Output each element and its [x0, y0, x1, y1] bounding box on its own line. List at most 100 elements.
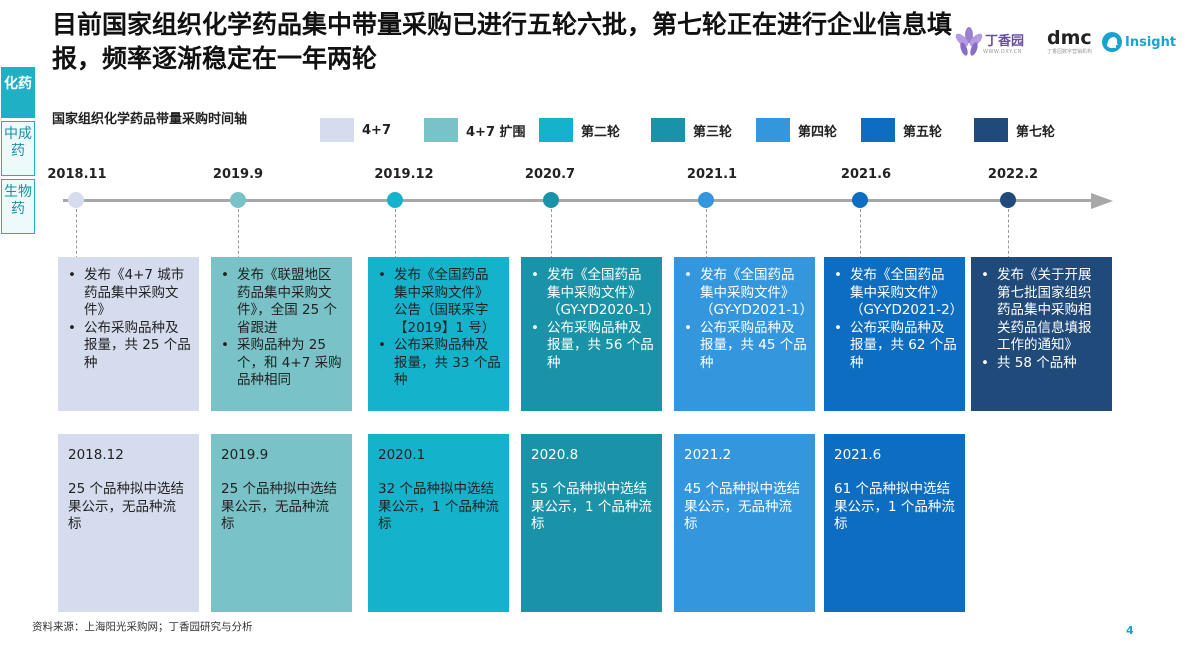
dxy-url: WWW.DXY.CN [983, 48, 1022, 55]
legend-label: 4+7 [362, 122, 391, 138]
event-bullet: 共 58 个品种 [979, 355, 1104, 373]
event-card: 发布《4+7 城市药品集中采购文件》 公布采购品种及报量，共 25 个品种 [58, 257, 199, 411]
timeline-date: 2018.11 [47, 167, 107, 182]
event-card: 发布《全国药品集中采购文件》（GY-YD2020-1） 公布采购品种及报量，共 … [521, 257, 662, 411]
dxy-logo: 丁香园 WWW.DXY.CN [955, 22, 1024, 62]
dxy-brand-name: 丁香园 [985, 33, 1025, 49]
legend-label: 第二轮 [581, 124, 621, 140]
timeline-connector [395, 209, 396, 259]
result-card: 2019.9 25 个品种拟中选结果公示，无品种流标 [211, 434, 352, 612]
dmc-logo: dmc 丁香园数字营销机构 [1047, 22, 1092, 62]
event-bullet: 发布《全国药品集中采购文件》（GY-YD2020-1） [529, 267, 660, 320]
legend-swatch [320, 118, 354, 142]
event-bullet: 发布《全国药品集中采购文件》（GY-YD2021-2） [832, 267, 963, 320]
timeline-dot [852, 192, 868, 208]
event-bullet: 采购品种为 25 个，和 4+7 采购品种相同 [219, 337, 344, 390]
event-card: 发布《全国药品集中采购文件》（GY-YD2021-1） 公布采购品种及报量，共 … [674, 257, 815, 411]
timeline-dot [68, 192, 84, 208]
timeline-date: 2021.1 [686, 167, 738, 182]
result-card: 2020.8 55 个品种拟中选结果公示，1 个品种流标 [521, 434, 662, 612]
event-card: 发布《全国药品集中采购文件》（GY-YD2021-2） 公布采购品种及报量，共 … [824, 257, 965, 411]
timeline-arrow-icon [1091, 193, 1113, 209]
side-tab-chemical-drugs[interactable]: 化药 [1, 67, 35, 118]
event-bullet: 公布采购品种及报量，共 25 个品种 [66, 320, 191, 373]
result-card: 2018.12 25 个品种拟中选结果公示，无品种流标 [58, 434, 199, 612]
event-bullet: 发布《全国药品集中采购文件》（GY-YD2021-1） [682, 267, 813, 320]
legend-label: 第七轮 [1016, 124, 1056, 140]
legend-item-round-4: 第四轮 [756, 117, 837, 143]
timeline-date: 2019.9 [212, 167, 264, 182]
timeline-dot [1000, 192, 1016, 208]
result-card: 2021.2 45 个品种拟中选结果公示，无品种流标 [674, 434, 815, 612]
legend-label: 4+7 扩围 [466, 124, 526, 140]
timeline-connector [238, 209, 239, 259]
legend-swatch [651, 118, 685, 142]
timeline-dot [230, 192, 246, 208]
side-tab-chinese-patent-drugs[interactable]: 中成药 [1, 121, 35, 176]
source-footnote: 资料来源：上海阳光采购网；丁香园研究与分析 [32, 621, 253, 633]
result-date: 2021.6 [834, 447, 882, 463]
timeline-dot [698, 192, 714, 208]
timeline-connector [76, 209, 77, 259]
result-text: 32 个品种拟中选结果公示，1 个品种流标 [378, 481, 499, 532]
page-number: 4 [1126, 624, 1134, 637]
event-bullet: 公布采购品种及报量，共 45 个品种 [682, 320, 807, 373]
legend-item-4plus7: 4+7 [320, 117, 391, 143]
side-tab-biological-drugs[interactable]: 生物药 [1, 179, 35, 234]
page-title: 目前国家组织化学药品集中带量采购已进行五轮六批，第七轮正在进行企业信息填报，频率… [52, 10, 953, 73]
result-date: 2019.9 [221, 447, 269, 463]
timeline-dot [387, 192, 403, 208]
legend-item-4plus7-expansion: 4+7 扩围 [424, 117, 526, 143]
timeline-axis [63, 199, 1093, 202]
legend-item-round-3: 第三轮 [651, 117, 732, 143]
event-bullet: 发布《4+7 城市药品集中采购文件》 [66, 267, 191, 320]
legend-swatch [424, 118, 458, 142]
logo-group: 丁香园 WWW.DXY.CN dmc 丁香园数字营销机构 Insight [955, 22, 1185, 62]
legend-label: 第四轮 [798, 124, 838, 140]
result-card: 2021.6 61 个品种拟中选结果公示，1 个品种流标 [824, 434, 965, 612]
result-card: 2020.1 32 个品种拟中选结果公示，1 个品种流标 [368, 434, 509, 612]
legend-swatch [539, 118, 573, 142]
legend-label: 第三轮 [693, 124, 733, 140]
timeline-date: 2020.7 [524, 167, 576, 182]
legend-swatch [861, 118, 895, 142]
insight-brand-name: Insight [1125, 34, 1177, 50]
legend-label: 第五轮 [903, 124, 943, 140]
timeline-dot [543, 192, 559, 208]
legend-item-round-5: 第五轮 [861, 117, 942, 143]
side-tab-group: 化药 中成药 生物药 [0, 67, 36, 237]
dmc-subtitle: 丁香园数字营销机构 [1047, 49, 1093, 55]
legend-item-round-2: 第二轮 [539, 117, 620, 143]
result-date: 2020.8 [531, 447, 579, 463]
timeline-date: 2021.6 [840, 167, 892, 182]
timeline-connector [1008, 209, 1009, 259]
timeline-connector [860, 209, 861, 259]
insight-head-icon [1102, 32, 1122, 52]
dmc-brand-name: dmc [1047, 27, 1092, 49]
timeline-date: 2022.2 [987, 167, 1039, 182]
event-bullet: 公布采购品种及报量，共 33 个品种 [376, 337, 501, 390]
event-card: 发布《全国药品集中采购文件》公告（国联采字【2019】1 号） 公布采购品种及报… [368, 257, 509, 411]
timeline-connector [706, 209, 707, 259]
event-bullet: 发布《联盟地区药品集中采购文件》，全国 25 个省跟进 [219, 267, 344, 337]
legend-swatch [756, 118, 790, 142]
result-text: 55 个品种拟中选结果公示，1 个品种流标 [531, 481, 652, 532]
dxy-flower-icon [955, 27, 983, 56]
event-card: 发布《关于开展第七批国家组织药品集中采购相关药品信息填报工作的通知》 共 58 … [971, 257, 1112, 411]
legend-swatch [974, 118, 1008, 142]
result-date: 2020.1 [378, 447, 426, 463]
result-text: 61 个品种拟中选结果公示，1 个品种流标 [834, 481, 955, 532]
timeline-date: 2019.12 [374, 167, 434, 182]
timeline-connector [551, 209, 552, 259]
result-text: 25 个品种拟中选结果公示，无品种流标 [221, 481, 337, 532]
timeline-subtitle: 国家组织化学药品带量采购时间轴 [52, 112, 248, 127]
result-text: 45 个品种拟中选结果公示，无品种流标 [684, 481, 800, 532]
result-date: 2018.12 [68, 447, 124, 463]
result-text: 25 个品种拟中选结果公示，无品种流标 [68, 481, 184, 532]
event-bullet: 公布采购品种及报量，共 62 个品种 [832, 320, 957, 373]
insight-logo: Insight [1101, 22, 1176, 62]
event-bullet: 发布《关于开展第七批国家组织药品集中采购相关药品信息填报工作的通知》 [979, 267, 1104, 355]
event-bullet: 发布《全国药品集中采购文件》公告（国联采字【2019】1 号） [376, 267, 501, 337]
legend-item-round-7: 第七轮 [974, 117, 1055, 143]
event-bullet: 公布采购品种及报量，共 56 个品种 [529, 320, 654, 373]
